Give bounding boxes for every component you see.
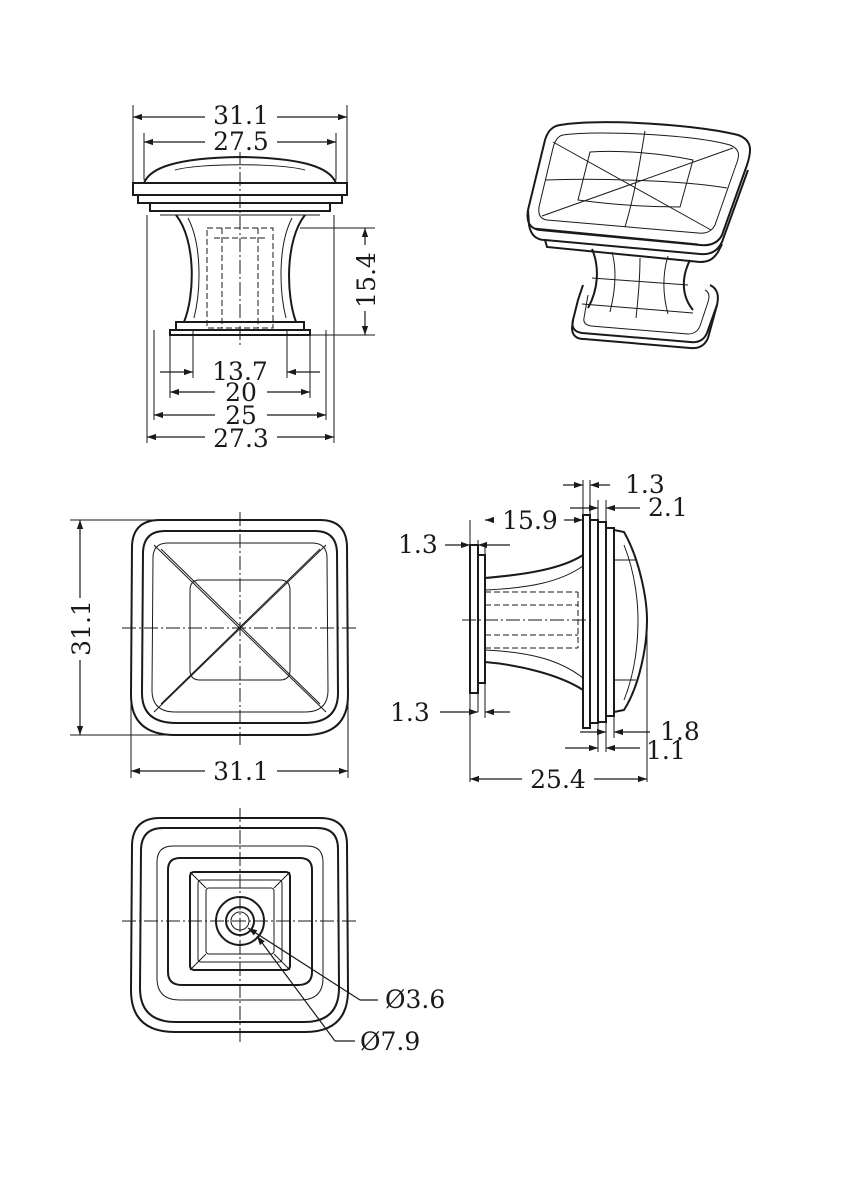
dim-front-cap-width: 27.5 (213, 127, 269, 156)
dim-side-cap-step: 2.1 (648, 493, 688, 522)
dim-side-cap-edge2: 1.1 (646, 736, 686, 765)
dim-side-stem-length: 15.9 (502, 506, 558, 535)
dim-side-base-top: 1.3 (398, 530, 438, 559)
dim-side-base-bottom: 1.3 (390, 698, 430, 727)
dim-front-overall-width: 31.1 (213, 101, 269, 130)
side-view: 1.3 2.1 15.9 1.3 1.3 1.8 1.1 25.4 (390, 470, 700, 794)
front-view: 31.1 27.5 15.4 13.7 20 25 27.3 (132, 101, 381, 453)
dim-hole-small-dia: Ø3.6 (385, 985, 445, 1014)
dim-hole-large-dia: Ø7.9 (360, 1027, 420, 1056)
isometric-view (526, 121, 752, 350)
dim-front-foot-width: 25 (225, 401, 257, 430)
dim-side-cap-edge: 1.8 (660, 717, 700, 746)
bottom-view: Ø3.6 Ø7.9 (122, 808, 445, 1056)
dim-side-overall-depth: 25.4 (530, 765, 586, 794)
dim-side-top-step: 1.3 (625, 470, 665, 499)
top-view: 31.1 31.1 (67, 512, 358, 786)
dim-front-base-width: 20 (225, 378, 257, 407)
dim-top-height: 31.1 (67, 600, 96, 656)
dim-top-width: 31.1 (213, 757, 269, 786)
dim-front-stem-height: 15.4 (352, 252, 381, 308)
dim-front-overall-base: 27.3 (213, 424, 269, 453)
